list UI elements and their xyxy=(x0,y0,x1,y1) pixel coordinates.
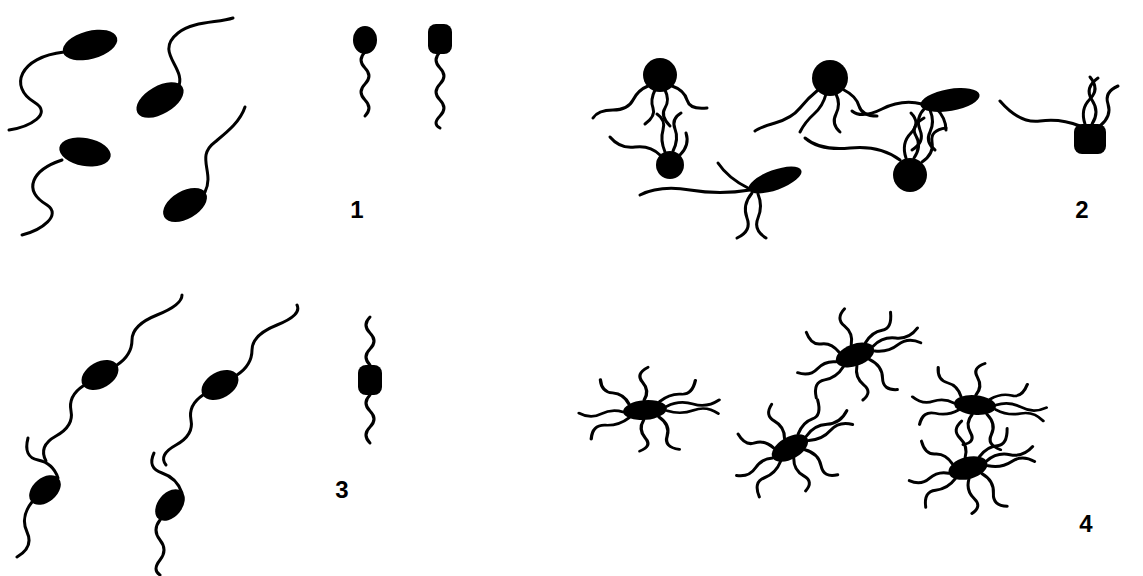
figure-number: 4 xyxy=(1079,512,1092,536)
flagellum xyxy=(366,317,374,365)
bacterium-cell xyxy=(715,373,873,518)
flagellum xyxy=(914,118,924,158)
flagellum xyxy=(22,160,62,235)
flagellum xyxy=(366,395,374,443)
flagellum xyxy=(436,52,444,128)
flagellum xyxy=(361,52,369,116)
bacterium-cell xyxy=(57,134,113,171)
flagellum xyxy=(205,107,245,192)
flagellum xyxy=(44,386,83,461)
flagellum xyxy=(9,52,64,130)
flagellum xyxy=(27,438,58,478)
bacterium-cell xyxy=(1074,124,1106,154)
flagellum xyxy=(737,193,752,238)
bacterium-cell xyxy=(157,181,213,229)
bacterium-cell xyxy=(149,483,191,526)
bacterium-cell xyxy=(353,26,377,54)
flagellum xyxy=(156,520,164,575)
flagellum xyxy=(593,86,648,118)
amphitrichous-group xyxy=(17,295,382,575)
flagellum xyxy=(757,194,766,238)
flagellum xyxy=(645,90,655,124)
flagellum xyxy=(673,113,681,151)
flagellum xyxy=(834,94,840,132)
flagellum xyxy=(1100,86,1118,126)
bacterium-cell xyxy=(656,151,684,179)
flagellum xyxy=(657,114,665,152)
flagellum xyxy=(17,502,32,557)
peritrichous-group xyxy=(576,288,1050,529)
bacterium-cell xyxy=(428,24,452,54)
bacterium-cell xyxy=(76,354,124,397)
bacterium-cell xyxy=(576,361,724,458)
bacterium-cell xyxy=(59,24,120,66)
bacterium-cell xyxy=(358,365,382,395)
bacterium-cell xyxy=(196,364,244,407)
bacterium-cell xyxy=(909,357,1050,453)
flagellum xyxy=(672,86,707,108)
figure-number: 2 xyxy=(1075,198,1088,222)
bacterium-cell xyxy=(23,469,66,511)
flagellum xyxy=(640,188,750,195)
bacterium-cell xyxy=(745,161,804,199)
flagellum xyxy=(922,128,946,162)
monotrichous-group xyxy=(9,18,452,235)
figure-number: 3 xyxy=(335,478,348,502)
flagellum xyxy=(680,133,687,155)
bacterium-cell xyxy=(130,75,189,125)
flagellum xyxy=(237,305,298,375)
bacterium-cell xyxy=(919,84,982,116)
lophotrichous-group xyxy=(593,58,1118,238)
bacterium-cell xyxy=(893,158,927,192)
flagellum xyxy=(1089,78,1098,124)
bacterium-cell xyxy=(643,58,677,92)
flagellum xyxy=(718,163,748,188)
bacterium-cell xyxy=(898,405,1046,529)
flagellum xyxy=(755,90,818,131)
flagellum xyxy=(117,295,182,365)
flagellum xyxy=(1000,101,1080,126)
bacterium-cell xyxy=(812,60,848,96)
figure-number: 1 xyxy=(350,198,363,222)
flagellum xyxy=(800,94,826,132)
flagellum xyxy=(164,395,203,465)
flagellum xyxy=(805,138,900,160)
flagellum xyxy=(152,453,182,493)
bacterium-cell xyxy=(783,288,935,420)
flagellum xyxy=(169,18,233,88)
flagellum xyxy=(610,137,660,155)
